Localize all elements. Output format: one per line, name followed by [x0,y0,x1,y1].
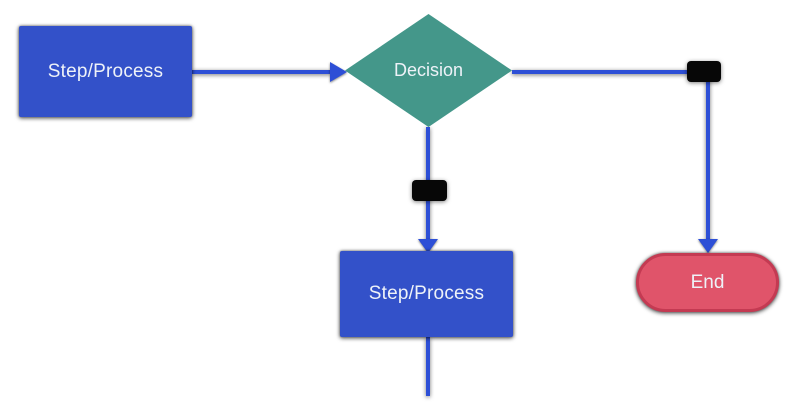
connector-decision-to-end-horizontal [512,70,710,74]
node-process-bottom-label: Step/Process [368,283,485,304]
node-process-bottom: Step/Process [340,251,513,337]
edge-label-decision-down [412,180,447,201]
node-process-top-label: Step/Process [47,60,164,82]
arrowhead-into-decision-icon [330,62,347,82]
connector-decision-to-end-vertical [706,72,710,242]
node-decision: Decision [345,14,512,127]
node-end-label: End [690,271,725,293]
node-decision-label: Decision [393,60,464,80]
connector-process-bottom-tail [426,337,430,396]
arrowhead-into-process-icon [418,239,438,253]
arrowhead-into-end-icon [698,239,718,253]
node-end: End [636,253,779,312]
node-process-top: Step/Process [19,26,192,117]
connector-process-to-decision [192,70,332,74]
edge-label-decision-right [687,61,721,82]
